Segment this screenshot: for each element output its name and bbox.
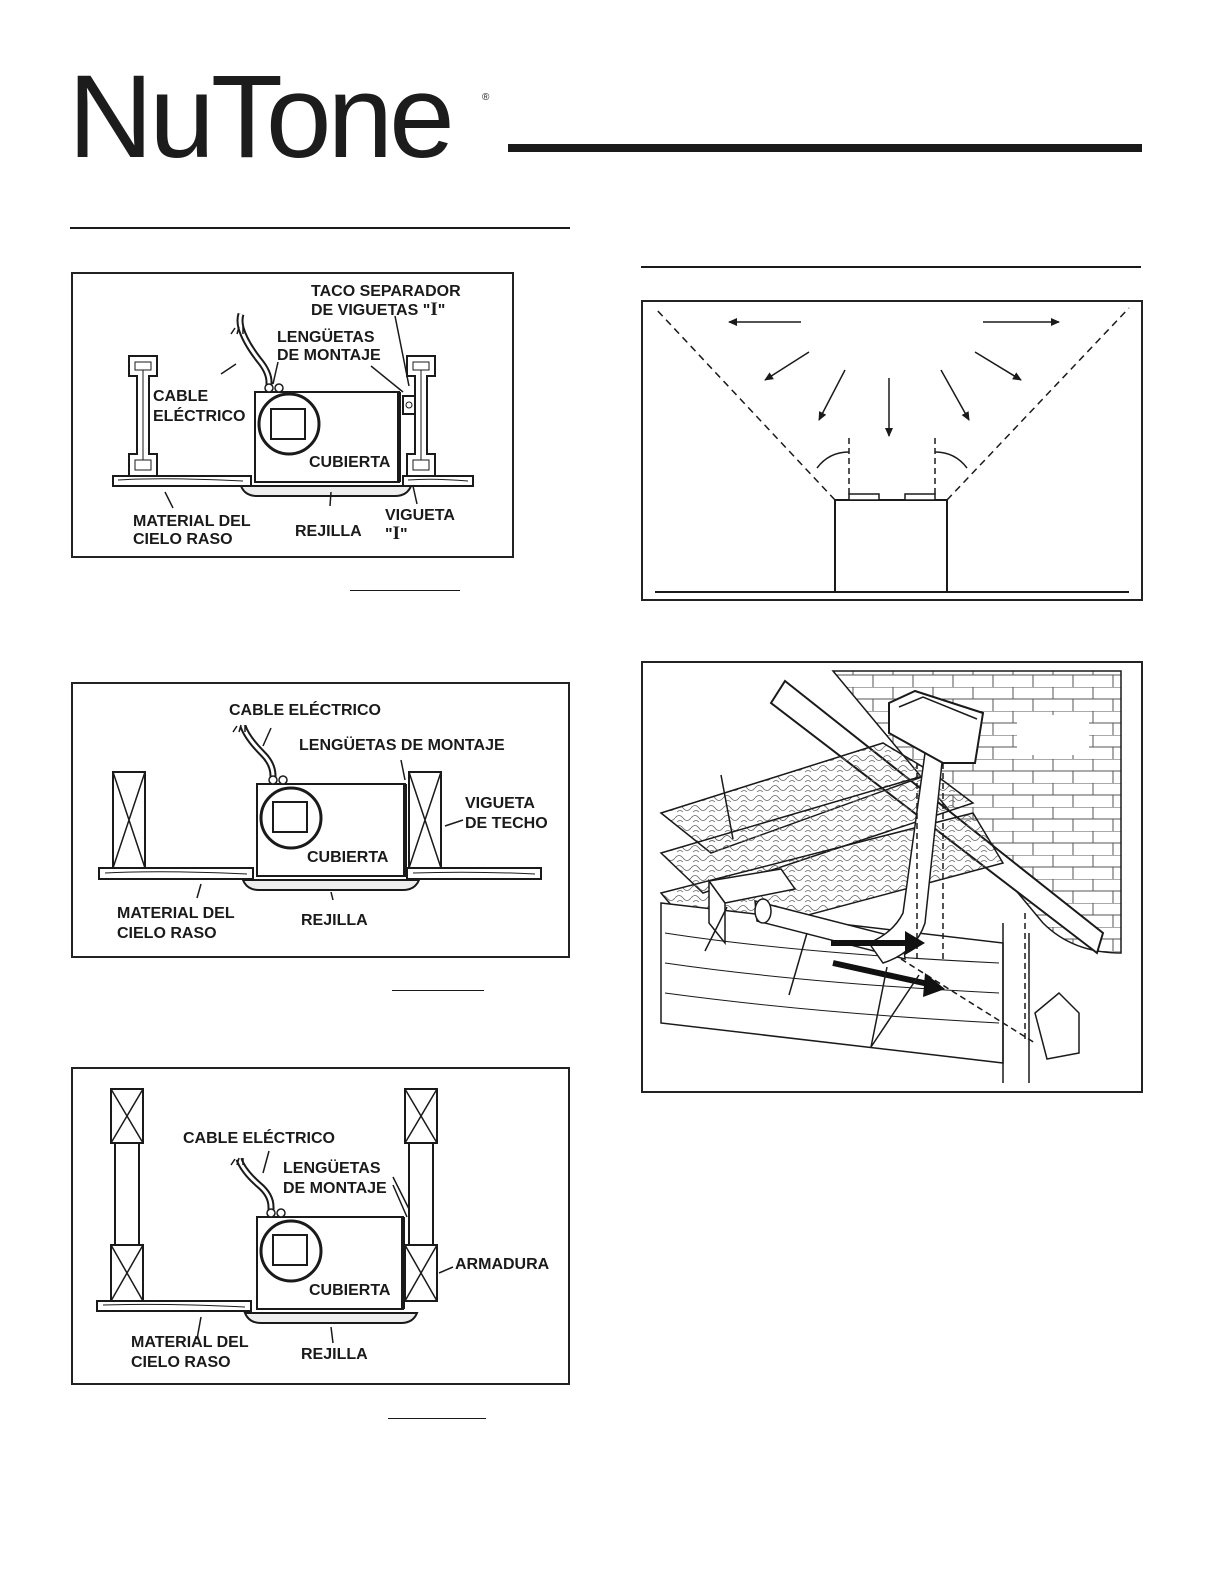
label-ceiling-2: CIELO RASO bbox=[131, 1354, 231, 1371]
label-joist-2: DE TECHO bbox=[465, 815, 548, 832]
ijoist-diagram bbox=[112, 312, 474, 509]
label-ceiling-2: CIELO RASO bbox=[133, 531, 233, 548]
label-grille: REJILLA bbox=[295, 523, 362, 540]
registered-mark: ® bbox=[482, 92, 490, 103]
label-tabs: LENGÜETAS DE MONTAJE bbox=[299, 737, 505, 754]
attic-duct-diagram bbox=[659, 670, 1122, 1083]
label-housing: CUBIERTA bbox=[309, 1282, 391, 1299]
label-tabs-2: DE MONTAJE bbox=[283, 1180, 387, 1197]
label-tabs: LENGÜETAS bbox=[283, 1160, 381, 1177]
fig2-caption-rule bbox=[392, 990, 484, 991]
label-ijoist-2: "I" bbox=[385, 523, 408, 544]
label-grille: REJILLA bbox=[301, 1346, 368, 1363]
brand-logo: NuTone bbox=[68, 51, 455, 183]
label-spacer-2: DE VIGUETAS "I" bbox=[311, 299, 446, 320]
truss-mount-figure: CABLE ELÉCTRICO LENGÜETAS DE MONTAJE ARM… bbox=[71, 1067, 570, 1385]
label-cable: CABLE bbox=[153, 388, 209, 405]
label-spacer: TACO SEPARADOR bbox=[311, 283, 461, 300]
label-tabs-2: DE MONTAJE bbox=[277, 347, 381, 364]
right-section-rule bbox=[641, 266, 1141, 268]
truss-diagram bbox=[96, 1088, 454, 1344]
joist-diagram bbox=[98, 724, 542, 901]
label-ceiling: MATERIAL DEL bbox=[131, 1334, 249, 1351]
label-truss: ARMADURA bbox=[455, 1256, 550, 1273]
label-ceiling: MATERIAL DEL bbox=[117, 905, 235, 922]
label-ceiling: MATERIAL DEL bbox=[133, 513, 251, 530]
label-grille: REJILLA bbox=[301, 912, 368, 929]
left-section-rule bbox=[70, 227, 570, 229]
header-rule bbox=[508, 144, 1142, 152]
ijoist-mount-figure: TACO SEPARADOR DE VIGUETAS "I" LENGÜETAS… bbox=[71, 272, 514, 558]
label-joist: VIGUETA bbox=[465, 795, 535, 812]
label-housing: CUBIERTA bbox=[307, 849, 389, 866]
fig3-caption-rule bbox=[388, 1418, 486, 1419]
fig1-caption-rule bbox=[350, 590, 460, 591]
label-tabs: LENGÜETAS bbox=[277, 329, 375, 346]
attic-duct-figure bbox=[641, 661, 1143, 1093]
air-dispersion-diagram bbox=[654, 307, 1130, 593]
joist-mount-figure: CABLE ELÉCTRICO LENGÜETAS DE MONTAJE VIG… bbox=[71, 682, 570, 958]
air-dispersion-figure bbox=[641, 300, 1143, 601]
label-ijoist: VIGUETA bbox=[385, 507, 455, 524]
label-ceiling-2: CIELO RASO bbox=[117, 925, 217, 942]
label-cable: CABLE ELÉCTRICO bbox=[183, 1130, 335, 1147]
label-housing: CUBIERTA bbox=[309, 454, 391, 471]
label-cable-2: ELÉCTRICO bbox=[153, 408, 246, 425]
label-cable: CABLE ELÉCTRICO bbox=[229, 702, 381, 719]
